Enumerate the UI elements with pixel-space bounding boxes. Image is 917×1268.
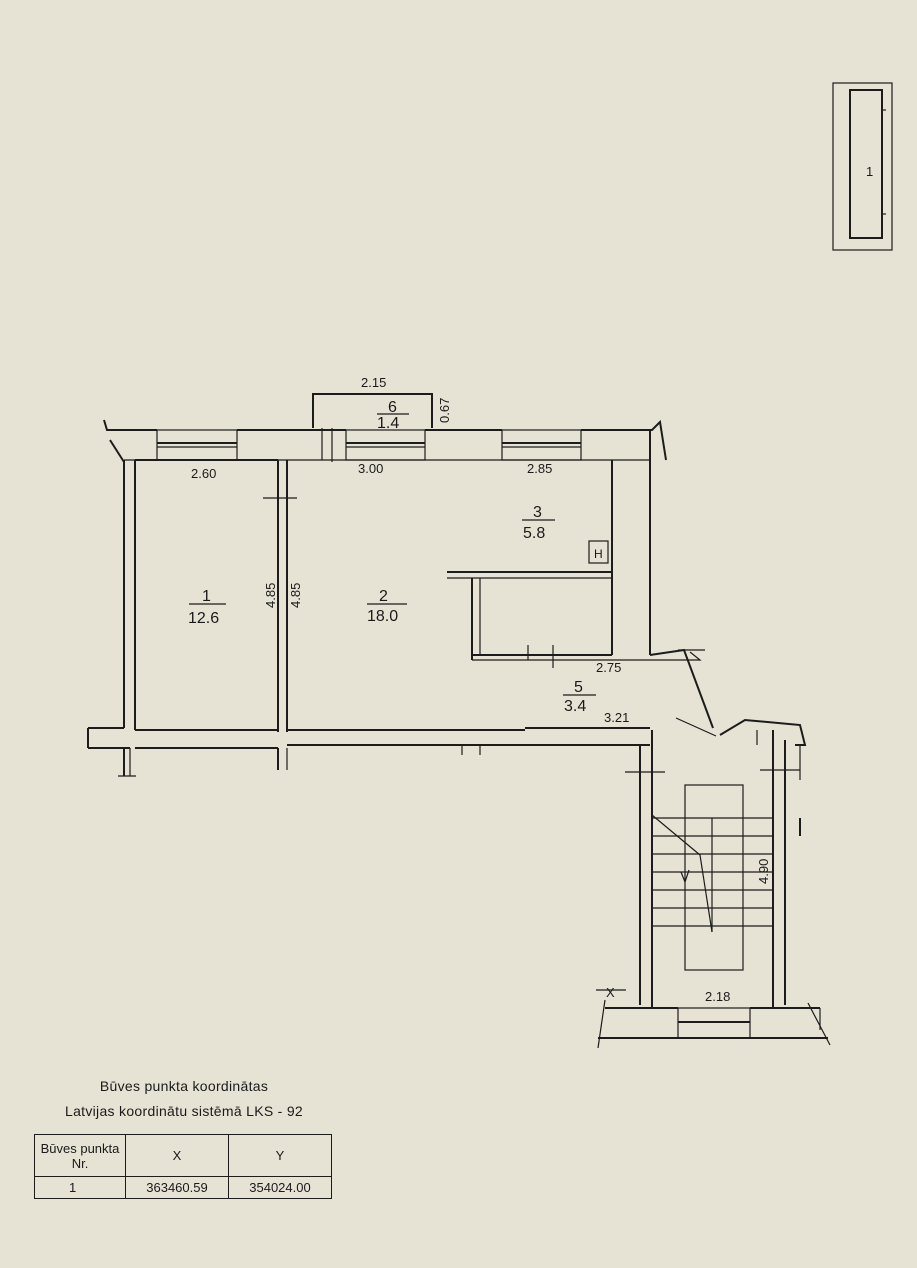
dim-room5-bottom: 3.21	[604, 710, 629, 725]
room-1-number: 1	[202, 588, 211, 605]
room-label-2: 2 18.0	[367, 588, 407, 625]
dim-room1-length: 4.85	[263, 583, 278, 608]
room-label-1: 1 12.6	[188, 588, 226, 627]
room-1-outline	[135, 459, 297, 732]
room-3-outline	[447, 430, 682, 668]
staircase-bottom-wall	[597, 999, 831, 1049]
room-6-area: 1.4	[377, 415, 399, 432]
header-x: X	[125, 1134, 229, 1177]
dim-room6-width: 2.15	[361, 375, 386, 390]
window-room-2	[345, 429, 426, 461]
coordinates-subtitle: Latvijas koordinātu sistēmā LKS - 92	[64, 1103, 304, 1119]
exterior-wall-left	[123, 460, 136, 730]
dim-room2-length: 4.85	[288, 583, 303, 608]
room-5-number: 5	[574, 679, 583, 696]
axis-marker-label: X	[606, 985, 615, 1000]
cell-x: 363460.59	[125, 1176, 229, 1199]
staircase-outline	[625, 718, 807, 1008]
room-5-area: 3.4	[564, 698, 586, 715]
meter-box: H	[588, 540, 609, 564]
window-room-3	[501, 429, 582, 461]
room-6-number: 6	[388, 399, 397, 416]
meter-label: H	[594, 547, 603, 561]
room-label-5: 5 3.4	[563, 679, 596, 715]
dim-room6-depth: 0.67	[437, 398, 452, 423]
dim-room3-width: 2.85	[527, 461, 552, 476]
room-label-3: 3 5.8	[522, 504, 555, 542]
dim-stair-width: 2.18	[705, 989, 730, 1004]
key-plan: 1	[832, 82, 893, 251]
room-2-outline	[286, 460, 525, 732]
room-2-area: 18.0	[367, 608, 398, 625]
room-1-area: 12.6	[188, 610, 219, 627]
room-6-outline	[312, 393, 433, 462]
key-plan-number: 1	[866, 164, 873, 179]
room-label-6: 6 1.4	[377, 399, 409, 432]
table-row: 1 363460.59 354024.00	[34, 1176, 332, 1199]
coordinates-table: Būves punkta Nr. X Y 1 363460.59 354024.…	[34, 1134, 332, 1199]
cell-y: 354024.00	[228, 1176, 332, 1199]
header-y: Y	[228, 1134, 332, 1177]
coordinates-title: Būves punkta koordinātas	[99, 1078, 269, 1094]
room-2-number: 2	[379, 588, 388, 605]
dim-room1-width: 2.60	[191, 466, 216, 481]
room-3-number: 3	[533, 504, 542, 521]
window-room-1	[156, 429, 238, 461]
table-header-row: Būves punkta Nr. X Y	[34, 1134, 332, 1177]
header-point-nr: Būves punkta Nr.	[34, 1134, 126, 1177]
dim-room5-top: 2.75	[596, 660, 621, 675]
room-5-outline	[525, 648, 717, 737]
axis-marker: X	[596, 985, 626, 1000]
dim-stair-length: 4.90	[756, 859, 771, 884]
dim-room2-width: 3.00	[358, 461, 383, 476]
cell-point-nr: 1	[34, 1176, 126, 1199]
exterior-wall-bottom	[87, 727, 650, 777]
room-3-area: 5.8	[523, 525, 545, 542]
